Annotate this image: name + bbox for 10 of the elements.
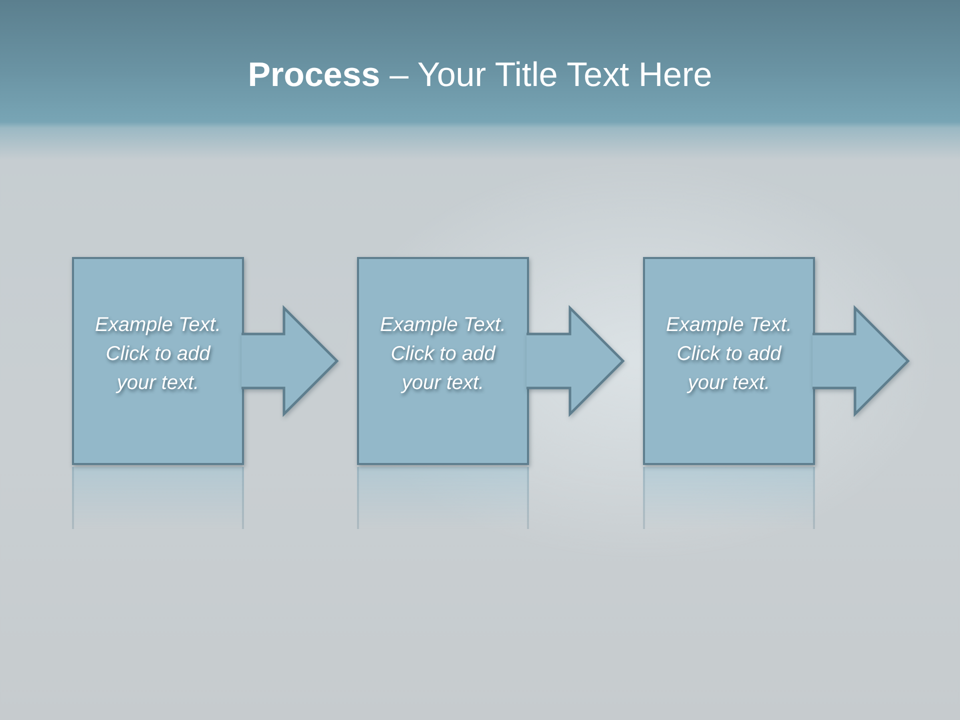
step-text: Example Text. Click to add your text. [379, 313, 507, 396]
block-arrow [525, 304, 625, 418]
process-box [72, 257, 244, 465]
block-arrow [240, 304, 339, 418]
step-text: Example Text. Click to add your text. [665, 313, 793, 396]
slide-title: Process – Your Title Text Here [248, 55, 712, 96]
block-arrow [811, 304, 910, 418]
process-box [357, 257, 529, 465]
step-text: Example Text. Click to add your text. [94, 313, 222, 396]
process-box [643, 257, 815, 465]
